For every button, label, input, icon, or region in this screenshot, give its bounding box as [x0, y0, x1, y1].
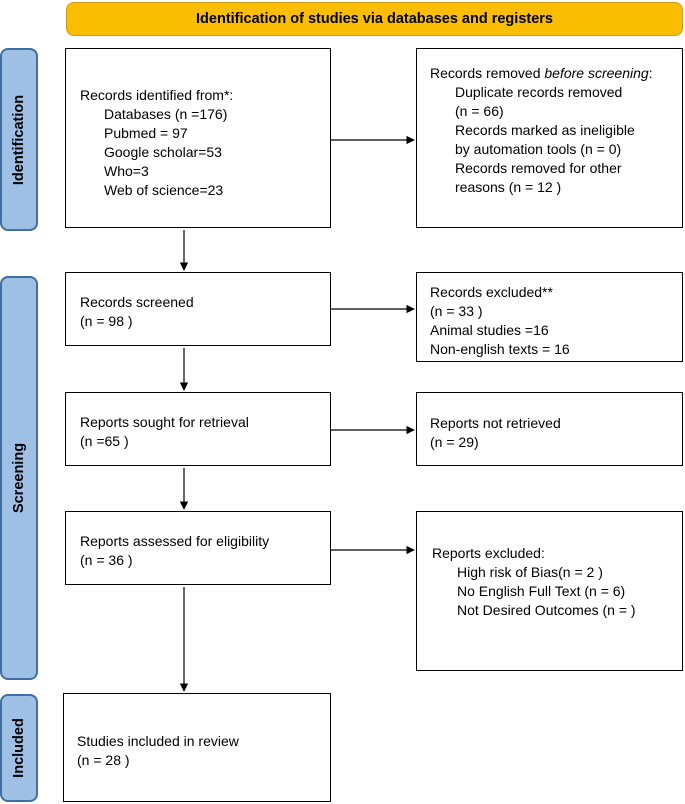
reports-not-retrieved-box: Reports not retrieved (n = 29)	[416, 392, 683, 466]
reports-not-retrieved-title: Reports not retrieved	[430, 415, 561, 431]
web-of-science-count: Web of science=23	[104, 182, 224, 198]
studies-included-box: Studies included in review (n = 28 )	[63, 693, 331, 802]
reports-assessed-count: (n = 36 )	[80, 552, 133, 568]
header-title: Identification of studies via databases …	[196, 11, 553, 27]
ineligible-label: Records marked as ineligible	[455, 122, 635, 138]
no-english-full-text-count: No English Full Text (n = 6)	[457, 583, 626, 599]
other-reasons-count: reasons (n = 12 )	[455, 179, 562, 195]
records-removed-box: Records removed before screening: Duplic…	[416, 48, 683, 228]
reports-not-retrieved-count: (n = 29)	[430, 434, 479, 450]
google-scholar-count: Google scholar=53	[104, 144, 222, 160]
phase-included: Included	[0, 694, 38, 802]
records-identified-box: Records identified from*: Databases (n =…	[65, 48, 331, 228]
reports-assessed-box: Reports assessed for eligibility (n = 36…	[65, 511, 331, 585]
phase-screening: Screening	[0, 276, 38, 680]
other-reasons-label: Records removed for other	[455, 160, 622, 176]
reports-assessed-title: Reports assessed for eligibility	[80, 533, 270, 549]
records-screened-count: (n = 98 )	[80, 313, 133, 329]
records-screened-box: Records screened (n = 98 )	[65, 272, 331, 346]
reports-sought-count: (n =65 )	[80, 433, 129, 449]
records-identified-title: Records identified from*:	[80, 87, 234, 103]
non-english-count: Non-english texts = 16	[430, 341, 570, 357]
who-count: Who=3	[104, 163, 149, 179]
animal-studies-count: Animal studies =16	[430, 322, 549, 338]
reports-excluded-title: Reports excluded:	[432, 545, 545, 561]
records-screened-title: Records screened	[80, 294, 194, 310]
records-removed-title: Records removed before screening:	[430, 65, 653, 81]
duplicates-label: Duplicate records removed	[455, 84, 623, 100]
reports-sought-box: Reports sought for retrieval (n =65 )	[65, 392, 331, 466]
studies-included-count: (n = 28 )	[77, 752, 130, 768]
reports-excluded-box: Reports excluded: High risk of Bias(n = …	[416, 511, 683, 671]
ineligible-count: by automation tools (n = 0)	[455, 141, 622, 157]
diagram-header: Identification of studies via databases …	[66, 2, 683, 36]
studies-included-title: Studies included in review	[77, 733, 239, 749]
records-excluded-box: Records excluded** (n = 33 ) Animal stud…	[416, 272, 683, 362]
databases-count: Databases (n =176)	[104, 106, 228, 122]
records-excluded-title: Records excluded**	[430, 284, 553, 300]
records-excluded-count: (n = 33 )	[430, 303, 483, 319]
reports-sought-title: Reports sought for retrieval	[80, 414, 249, 430]
phase-identification: Identification	[0, 48, 38, 231]
not-desired-outcomes-count: Not Desired Outcomes (n = )	[457, 602, 636, 618]
pubmed-count: Pubmed = 97	[104, 125, 188, 141]
high-risk-bias-count: High risk of Bias(n = 2 )	[457, 564, 603, 580]
duplicates-count: (n = 66)	[455, 103, 504, 119]
